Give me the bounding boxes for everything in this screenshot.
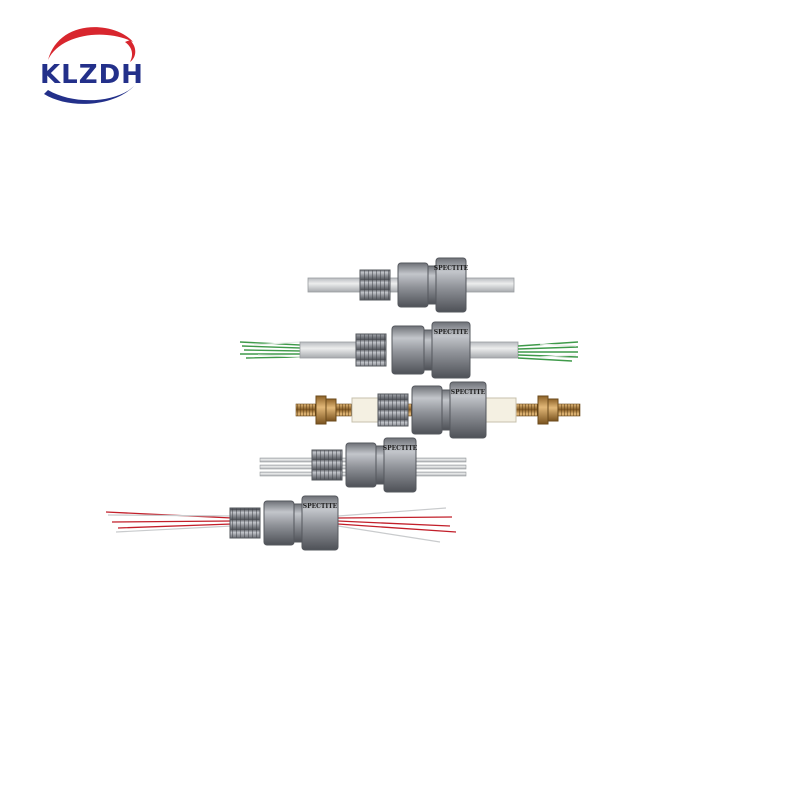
fitting-multi-tube: SPECTITE: [259, 437, 467, 493]
brand-mark: SPECTITE: [434, 265, 469, 272]
brand-mark: SPECTITE: [383, 445, 418, 452]
logo-text: KLZDH: [40, 60, 144, 90]
brand-mark: SPECTITE: [434, 329, 469, 336]
fitting-green-wires: SPECTITE: [239, 321, 579, 379]
brand-mark: SPECTITE: [303, 503, 338, 510]
logo-swoosh-icon: [44, 27, 136, 104]
brand-mark: SPECTITE: [451, 389, 486, 396]
fitting-red-wires: SPECTITE: [105, 495, 457, 551]
brand-logo: KLZDH: [30, 20, 150, 110]
fitting-threaded-rod: SPECTITE: [295, 381, 581, 439]
fitting-tube: SPECTITE: [307, 257, 515, 313]
